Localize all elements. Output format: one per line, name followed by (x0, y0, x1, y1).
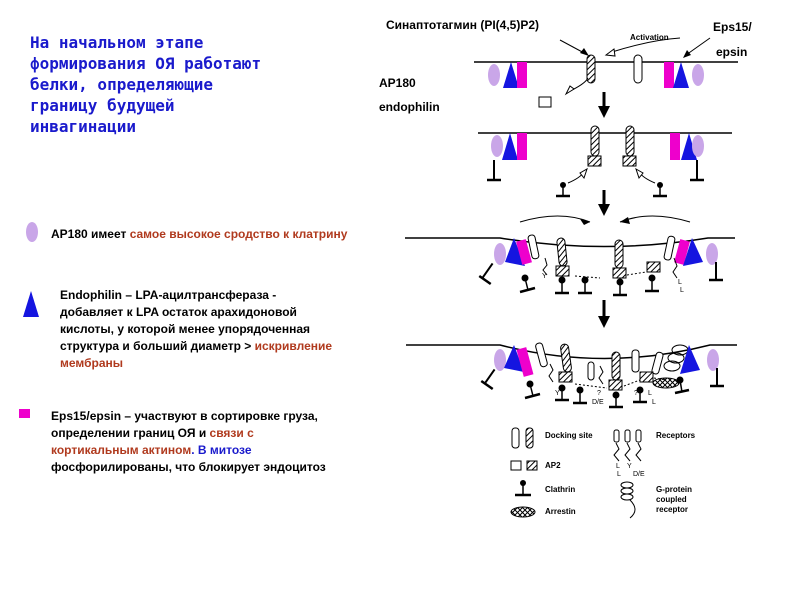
ap180-oval-icon (26, 222, 38, 242)
s4-l1-label: L (648, 390, 652, 397)
slide-title: На начальном этапе формирования ОЯ работ… (30, 33, 262, 136)
stage-3: Y L L (405, 215, 735, 297)
key-arrestin: Arrestin (545, 507, 576, 516)
key-receptors: Receptors (656, 431, 696, 440)
s3-l1-label: L (678, 279, 682, 286)
key-gpcr: G-protein coupled receptor (656, 485, 692, 514)
stage-2 (478, 125, 732, 198)
activation-label: Activation (630, 33, 669, 42)
key-de-label: D/E (633, 471, 645, 478)
key-y-label: Y (627, 463, 632, 470)
epsin-label: epsin (716, 45, 748, 59)
s4-l2-label: L (652, 399, 656, 406)
s4-q1-label: ? (597, 390, 601, 397)
stage-4: Y ? D/E ? L L (406, 342, 737, 409)
eps15-description: Eps15/epsin – участвуют в сортировке гру… (51, 409, 326, 474)
diagram-key: L L Y D/E (510, 427, 645, 519)
stage-1: Activation (474, 33, 738, 108)
s4-de-label: D/E (592, 399, 604, 406)
eps15-label: Eps15/ (713, 20, 752, 34)
s3-l2-label: L (680, 287, 684, 294)
key-docking-site: Docking site (545, 431, 593, 440)
key-l1-label: L (616, 463, 620, 470)
endophilin-description: Endophilin – LPA-ацилтрансфераза - добав… (60, 288, 333, 370)
key-clathrin: Clathrin (545, 485, 576, 494)
s3-y-label: Y (542, 273, 547, 280)
eps15-square-icon (19, 409, 30, 418)
ap180-label: AP180 (379, 76, 416, 90)
ap180-description: AP180 имеет самое высокое сродство к кла… (51, 227, 348, 241)
endophilin-label: endophilin (379, 100, 440, 114)
key-ap2: AP2 (545, 461, 561, 470)
key-l2-label: L (617, 471, 621, 478)
s4-q2-label: ? (634, 390, 638, 397)
synaptotagmin-label: Синаптотагмин (PI(4,5)P2) (386, 18, 540, 32)
endophilin-triangle-icon (23, 291, 39, 317)
s4-y-label: Y (555, 390, 560, 397)
